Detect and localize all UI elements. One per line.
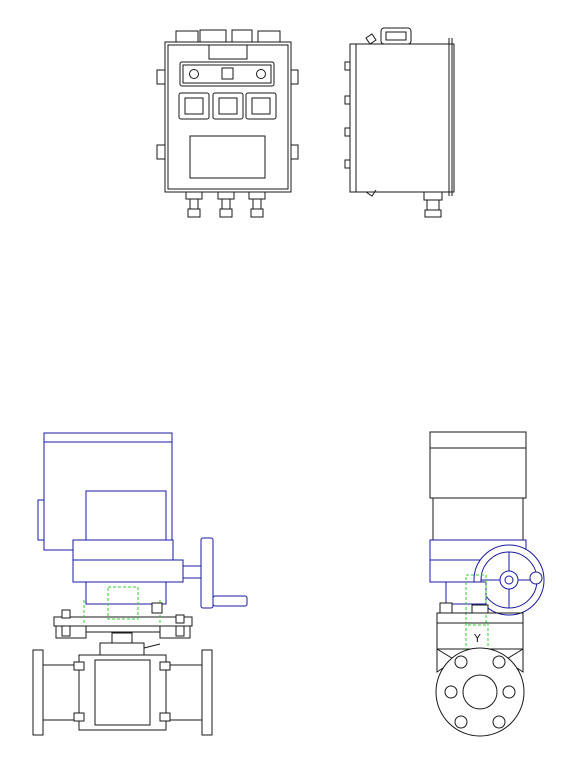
indicator-lamp-right: [256, 69, 266, 79]
mounting-plate: [53, 616, 193, 627]
display-window: [189, 135, 266, 179]
valve-actuator-front-view: [32, 432, 248, 736]
gearbox-upper: [72, 539, 174, 561]
mounting-bracket: [85, 581, 167, 605]
body-right: [165, 664, 203, 721]
valve-center-body: [78, 654, 167, 731]
control-box-front-view: [156, 29, 299, 218]
yoke-left: [55, 625, 87, 639]
body-bolts: [73, 661, 171, 722]
terminal-cover: [85, 490, 167, 541]
nameplate: [208, 44, 248, 60]
motor-cap: [43, 432, 173, 443]
body-left: [42, 664, 80, 721]
valve-actuator-side-view: Y: [429, 431, 545, 737]
top-lugs: [175, 29, 281, 44]
handwheel-shaft: [182, 565, 202, 579]
side-flange: [435, 647, 525, 737]
selector-switch: [221, 67, 234, 80]
side-gland: [423, 191, 443, 218]
enclosure-body: [164, 41, 292, 193]
side-fittings: [344, 61, 351, 169]
push-button-modules: [178, 92, 277, 120]
side-bottom-latch: [365, 189, 377, 197]
valve-ball-chamber: [94, 659, 151, 726]
packing-gland: [99, 642, 145, 656]
side-motor-upper: [429, 447, 527, 499]
side-body: [349, 43, 455, 193]
indicator-strip: [179, 61, 275, 87]
handwheel-crank: [212, 595, 248, 607]
coupling-hidden-lines: [107, 586, 139, 620]
yoke-right: [159, 625, 191, 639]
control-box-side-view: [344, 27, 455, 218]
handwheel: [200, 537, 214, 609]
side-handwheel: [473, 544, 545, 616]
mounting-bolts: [61, 602, 185, 637]
motor-side-box: [37, 499, 45, 541]
flange-right: [201, 649, 213, 736]
side-top-latch: [365, 33, 377, 45]
flange-left: [32, 649, 44, 736]
gearbox-lower: [72, 559, 184, 583]
handwheel-knob: [529, 571, 543, 585]
cable-glands: [185, 191, 266, 218]
side-brackets: [156, 69, 299, 160]
side-motor-lower: [432, 497, 524, 541]
side-motor-cap: [429, 431, 527, 449]
indicator-lamp-left: [189, 69, 199, 79]
stem-nut: [111, 632, 133, 644]
marker-label: Y: [473, 632, 481, 645]
